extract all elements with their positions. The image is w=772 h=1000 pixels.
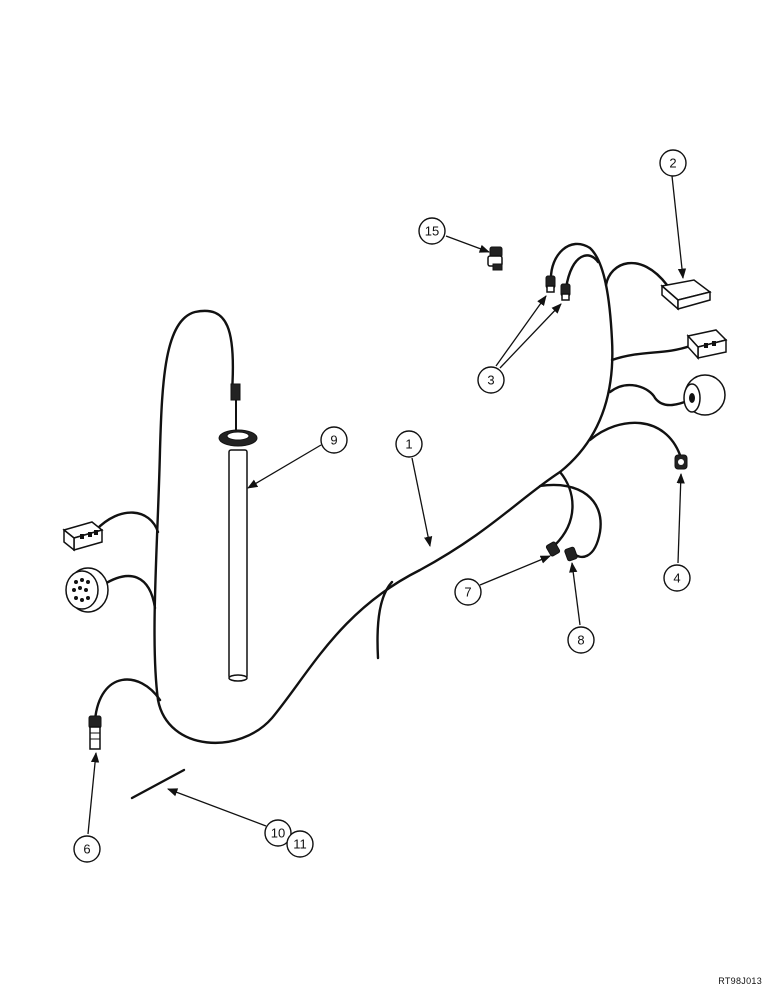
leader-15 [445,235,490,253]
callout-15: 15 [418,217,446,245]
callout-15-label: 15 [425,224,439,239]
callout-4: 4 [663,564,691,592]
harness-branch-left-2 [101,575,157,610]
connector-part-8 [564,546,578,562]
leader-2 [671,175,687,280]
callout-3-label: 3 [487,373,494,388]
harness-branch-connector-3b [564,254,600,290]
harness-branch-down [376,580,394,660]
leader-6 [87,751,100,835]
sensor-part-4 [674,454,688,470]
callout-1: 1 [395,430,423,458]
harness-branch-midright-1 [610,344,692,362]
connector-part-2 [660,279,712,311]
harness-branch-left-1 [94,511,160,534]
round-connector-right [683,374,726,416]
leader-7 [479,555,551,586]
leader-3a [495,295,547,367]
connector-block-right [686,329,728,360]
connector-part-3b [560,283,571,301]
callout-7-label: 7 [464,585,471,600]
connector-part-7 [545,541,561,557]
sensor-part-6 [88,715,102,750]
round-connector-left [65,567,109,613]
harness-branch-midright-2 [608,383,692,407]
callout-8: 8 [567,626,595,654]
callout-2-label: 2 [669,156,676,171]
harness-branch-upper [604,262,669,287]
callout-3: 3 [477,366,505,394]
main-harness-wire [153,242,614,745]
leader-4 [676,472,685,564]
connector-block-left [62,521,104,552]
sensor-part-15 [487,246,503,271]
harness-branch-left-3 [93,678,162,722]
leader-1 [411,457,433,548]
callout-6: 6 [73,835,101,863]
callout-10: 10 [264,819,292,847]
callout-10-label: 10 [271,826,285,841]
callout-11-label: 11 [293,837,307,852]
callout-7: 7 [454,578,482,606]
leader-3b [499,303,562,369]
connector-part-3a [545,275,556,293]
leader-10 [167,788,267,827]
callout-1-label: 1 [405,437,412,452]
callout-4-label: 4 [673,571,680,586]
harness-branch-to-4 [588,421,682,457]
tie-strap-part-10 [130,768,186,800]
callout-6-label: 6 [83,842,90,857]
leader-8 [569,561,581,626]
callout-9: 9 [320,426,348,454]
leader-9 [247,444,322,489]
dipstick-tube [218,383,258,682]
callout-11: 11 [286,830,314,858]
figure-id: RT98J013 [718,976,762,986]
harness-branch-to-7 [553,470,574,547]
callout-8-label: 8 [577,633,584,648]
callout-9-label: 9 [330,433,337,448]
callout-2: 2 [659,149,687,177]
